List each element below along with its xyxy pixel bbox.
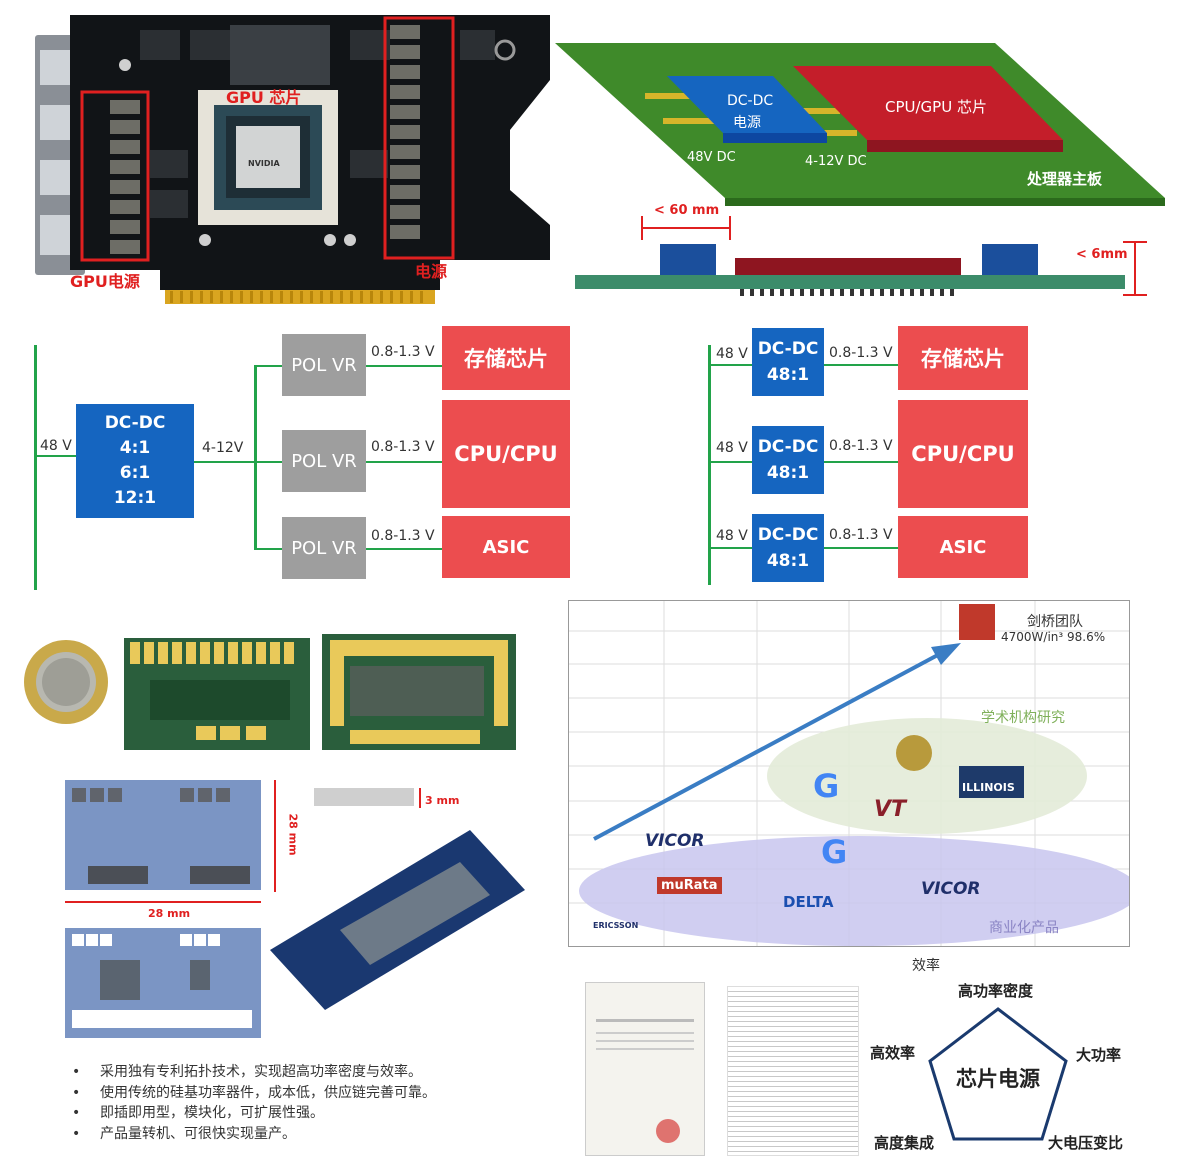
- right-load-3: ASIC: [898, 516, 1028, 578]
- power-density-efficiency-chart: 剑桥团队 4700W/in³ 98.6% 学术机构研究 商业化产品 VICOR …: [568, 600, 1139, 947]
- chart-company-murata: muRata: [657, 877, 722, 894]
- chart-academic-label: 学术机构研究: [981, 710, 1065, 726]
- left-dcdc-block: DC-DC 4:1 6:1 12:1: [76, 404, 194, 518]
- chart-company-ericsson: ERICSSON: [593, 921, 639, 930]
- left-pol-2: POL VR: [282, 430, 366, 492]
- chart-commercial-label: 商业化产品: [989, 920, 1059, 936]
- pcb-input-label: 48V DC: [687, 150, 736, 165]
- right-voltage-2: 0.8-1.3 V: [829, 438, 893, 454]
- bullet-item: 采用独有专利拓扑技术，实现超高功率密度与效率。: [72, 1062, 436, 1083]
- right-dcdc-1-ratio: 48:1: [766, 365, 810, 385]
- right-dcdc-2-ratio: 48:1: [766, 463, 810, 483]
- right-load-2: CPU/CPU: [898, 400, 1028, 508]
- left-load-1: 存储芯片: [442, 326, 570, 390]
- pcb-width-label: < 60 mm: [654, 203, 720, 218]
- pentagon-center: 芯片电源: [956, 1067, 1040, 1091]
- gpu-chip-label: GPU 芯片: [226, 88, 302, 107]
- left-dcdc-ratio-2: 6:1: [119, 463, 151, 483]
- right-voltage-3: 0.8-1.3 V: [829, 527, 893, 543]
- feature-pentagon: 芯片电源 高功率密度 大功率 大电压变比 高度集成 高效率: [860, 975, 1160, 1165]
- chart-team-label: 剑桥团队: [1027, 614, 1083, 630]
- module-dim-height: 3 mm: [425, 794, 460, 807]
- right-input-3: 48 V: [716, 528, 748, 544]
- left-load-3: ASIC: [442, 516, 570, 578]
- left-pol-3: POL VR: [282, 517, 366, 579]
- pentagon-right: 大功率: [1076, 1046, 1122, 1064]
- pcb-dcdc-label-line1: DC-DC: [727, 93, 774, 109]
- pcb-output-label: 4-12V DC: [805, 154, 867, 169]
- chart-company-delta: DELTA: [783, 893, 834, 911]
- chart-company-vt: VT: [874, 797, 907, 822]
- chart-team-value: 4700W/in³ 98.6%: [1001, 630, 1106, 644]
- gpu-power-label-right: 电源: [415, 262, 448, 281]
- right-dcdc-3: DC-DC 48:1: [752, 514, 824, 582]
- bullet-item: 产品量转机、可很快实现量产。: [72, 1124, 436, 1145]
- left-bus-voltage: 4-12V: [202, 440, 244, 456]
- pentagon-bottom-right: 大电压变比: [1048, 1134, 1124, 1152]
- patent-document-image: [727, 986, 859, 1156]
- feature-bullet-list: 采用独有专利拓扑技术，实现超高功率密度与效率。 使用传统的硅基功率器件，成本低，…: [72, 1062, 436, 1145]
- right-dcdc-1: DC-DC 48:1: [752, 328, 824, 396]
- left-load-2: CPU/CPU: [442, 400, 570, 508]
- left-dcdc-title: DC-DC: [104, 413, 166, 433]
- gpu-logo-text: NVIDIA: [248, 159, 280, 168]
- chart-company-vicor-1: VICOR: [645, 831, 705, 851]
- left-pol-1: POL VR: [282, 334, 366, 396]
- patent-certificate-image: [585, 982, 705, 1156]
- gpu-power-label-left: GPU电源: [70, 272, 140, 291]
- chart-company-vicor-2: VICOR: [921, 879, 981, 899]
- chart-google-icon-2: G: [821, 833, 848, 871]
- pcb-chip-label: CPU/GPU 芯片: [885, 98, 987, 116]
- left-voltage-1: 0.8-1.3 V: [371, 344, 435, 360]
- pcb-3d-illustration: DC-DC 电源 CPU/GPU 芯片 48V DC 4-12V DC 处理器主…: [555, 38, 1165, 208]
- right-dcdc-3-title: DC-DC: [757, 525, 819, 545]
- bullet-item: 即插即用型，模块化，可扩展性强。: [72, 1103, 436, 1124]
- left-voltage-2: 0.8-1.3 V: [371, 439, 435, 455]
- chart-google-icon-1: G: [813, 767, 840, 805]
- right-voltage-1: 0.8-1.3 V: [829, 345, 893, 361]
- left-input-voltage: 48 V: [40, 438, 72, 454]
- right-input-2: 48 V: [716, 440, 748, 456]
- left-voltage-3: 0.8-1.3 V: [371, 528, 435, 544]
- pentagon-bottom-left: 高度集成: [874, 1134, 935, 1152]
- architecture-right: 48 V DC-DC 48:1 0.8-1.3 V 存储芯片 48 V DC-D…: [700, 320, 1040, 590]
- right-dcdc-3-ratio: 48:1: [766, 551, 810, 571]
- pcb-dcdc-label-line2: 电源: [733, 115, 761, 131]
- pentagon-top: 高功率密度: [958, 982, 1034, 1000]
- chart-x-axis-label: 效率: [912, 958, 940, 974]
- right-load-1: 存储芯片: [898, 326, 1028, 390]
- left-dcdc-ratio-1: 4:1: [119, 438, 151, 458]
- right-dcdc-2-title: DC-DC: [757, 437, 819, 457]
- pcb-side-view: < 60 mm < 6mm: [570, 200, 1170, 310]
- right-dcdc-2: DC-DC 48:1: [752, 426, 824, 494]
- left-dcdc-ratio-3: 12:1: [113, 488, 157, 508]
- chart-company-illinois: ILLINOIS: [962, 781, 1015, 794]
- right-input-1: 48 V: [716, 346, 748, 362]
- gpu-card-photo: GPU 芯片 NVIDIA GPU电源 电源: [30, 10, 560, 310]
- architecture-left: 48 V DC-DC 4:1 6:1 12:1 4-12V POL VR 0.8…: [0, 320, 580, 590]
- module-photos: 3 mm 28 mm 28 mm: [20, 630, 560, 1050]
- pcb-board-label: 处理器主板: [1027, 170, 1103, 188]
- pentagon-left: 高效率: [870, 1044, 916, 1062]
- pcb-height-label: < 6mm: [1076, 247, 1128, 262]
- module-dim-width: 28 mm: [148, 907, 191, 920]
- module-dim-side: 28 mm: [286, 813, 300, 856]
- right-dcdc-1-title: DC-DC: [757, 339, 819, 359]
- bullet-item: 使用传统的硅基功率器件，成本低，供应链完善可靠。: [72, 1083, 436, 1104]
